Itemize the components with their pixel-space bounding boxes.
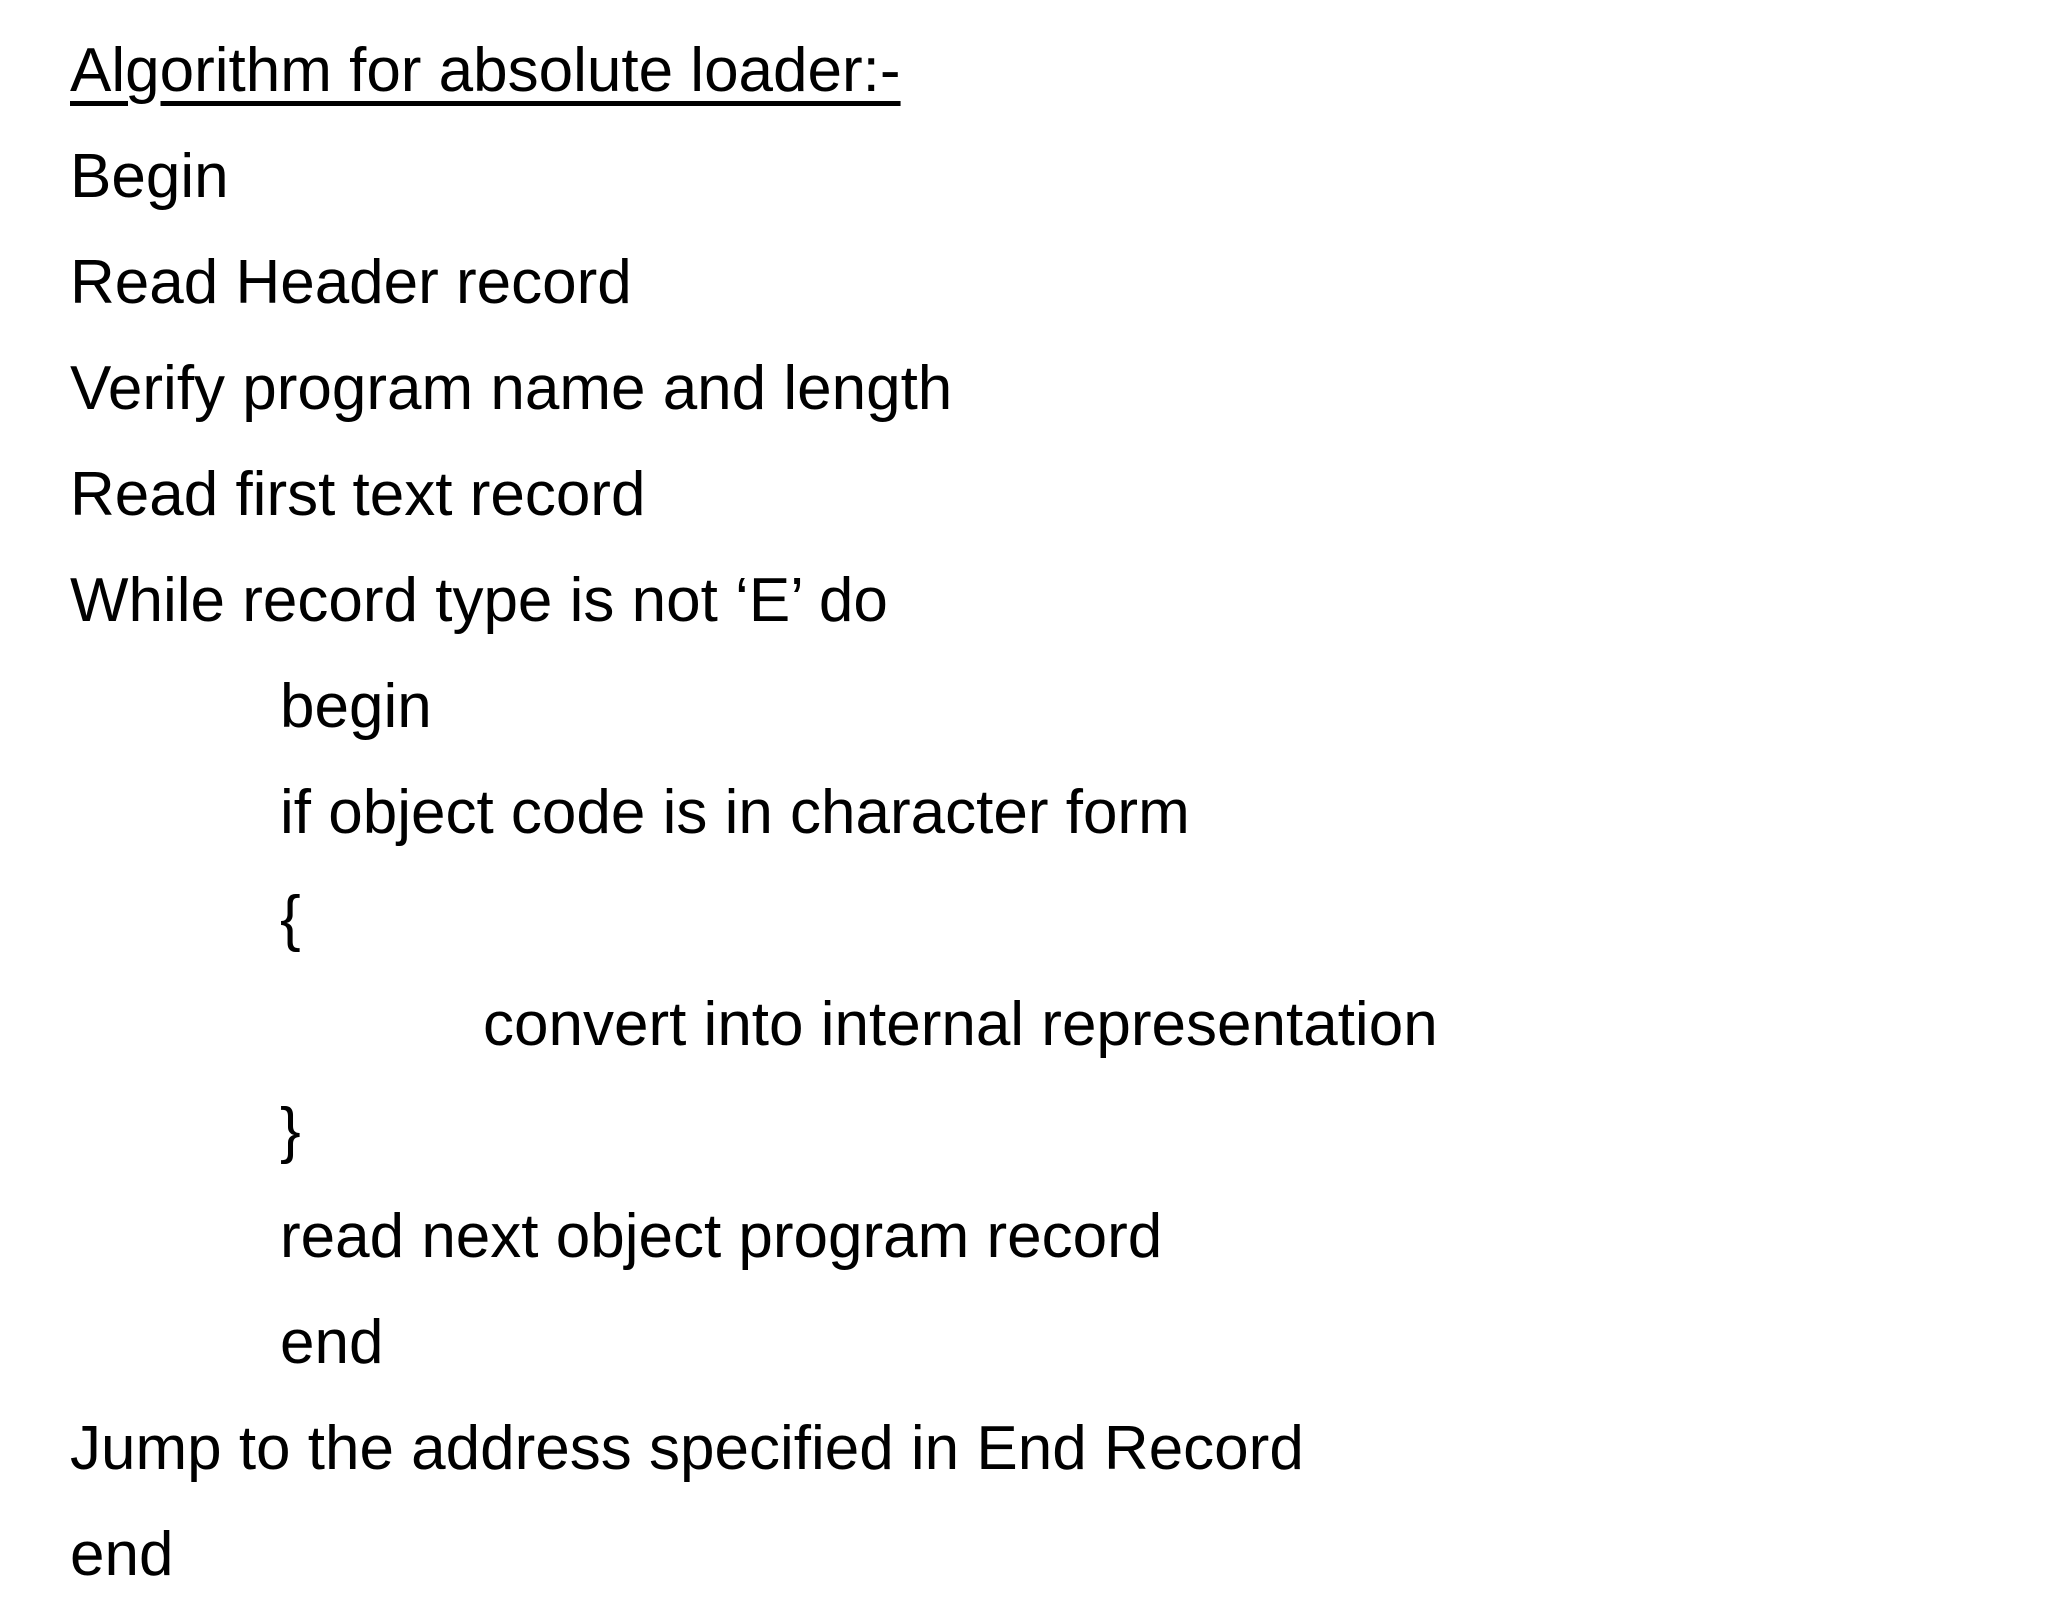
algorithm-line: While record type is not ‘E’ do [70, 548, 2010, 654]
algorithm-line: Begin [70, 124, 2010, 230]
algorithm-line-text: end [280, 1308, 384, 1377]
algorithm-line-text: begin [280, 672, 432, 741]
algorithm-line: begin [70, 654, 2010, 760]
algorithm-line-text: Jump to the address specified in End Rec… [70, 1414, 1304, 1483]
algorithm-line-text: Algorithm for absolute loader:- [70, 36, 901, 105]
algorithm-line-text: read next object program record [280, 1202, 1163, 1271]
algorithm-line-text: if object code is in character form [280, 778, 1190, 847]
algorithm-line-text: } [280, 1096, 301, 1165]
algorithm-line-text: While record type is not ‘E’ do [70, 566, 888, 635]
algorithm-line: if object code is in character form [70, 760, 2010, 866]
algorithm-line: Jump to the address specified in End Rec… [70, 1396, 2010, 1502]
algorithm-line-text: Read first text record [70, 460, 646, 529]
algorithm-line-text: end [70, 1520, 174, 1589]
algorithm-line-text: { [280, 884, 301, 953]
algorithm-heading: Algorithm for absolute loader:- [70, 18, 2010, 124]
algorithm-line: Read Header record [70, 230, 2010, 336]
algorithm-line: convert into internal representation [70, 972, 2010, 1078]
algorithm-line: end [70, 1502, 2010, 1608]
algorithm-line: read next object program record [70, 1184, 2010, 1290]
algorithm-line: end [70, 1290, 2010, 1396]
algorithm-line: { [70, 866, 2010, 972]
algorithm-line: Read first text record [70, 442, 2010, 548]
algorithm-line-text: Read Header record [70, 248, 632, 317]
algorithm-line: Verify program name and length [70, 336, 2010, 442]
algorithm-line-text: Begin [70, 142, 229, 211]
algorithm-line: } [70, 1078, 2010, 1184]
algorithm-line-text: Verify program name and length [70, 354, 953, 423]
algorithm-line-text: convert into internal representation [483, 990, 1438, 1059]
